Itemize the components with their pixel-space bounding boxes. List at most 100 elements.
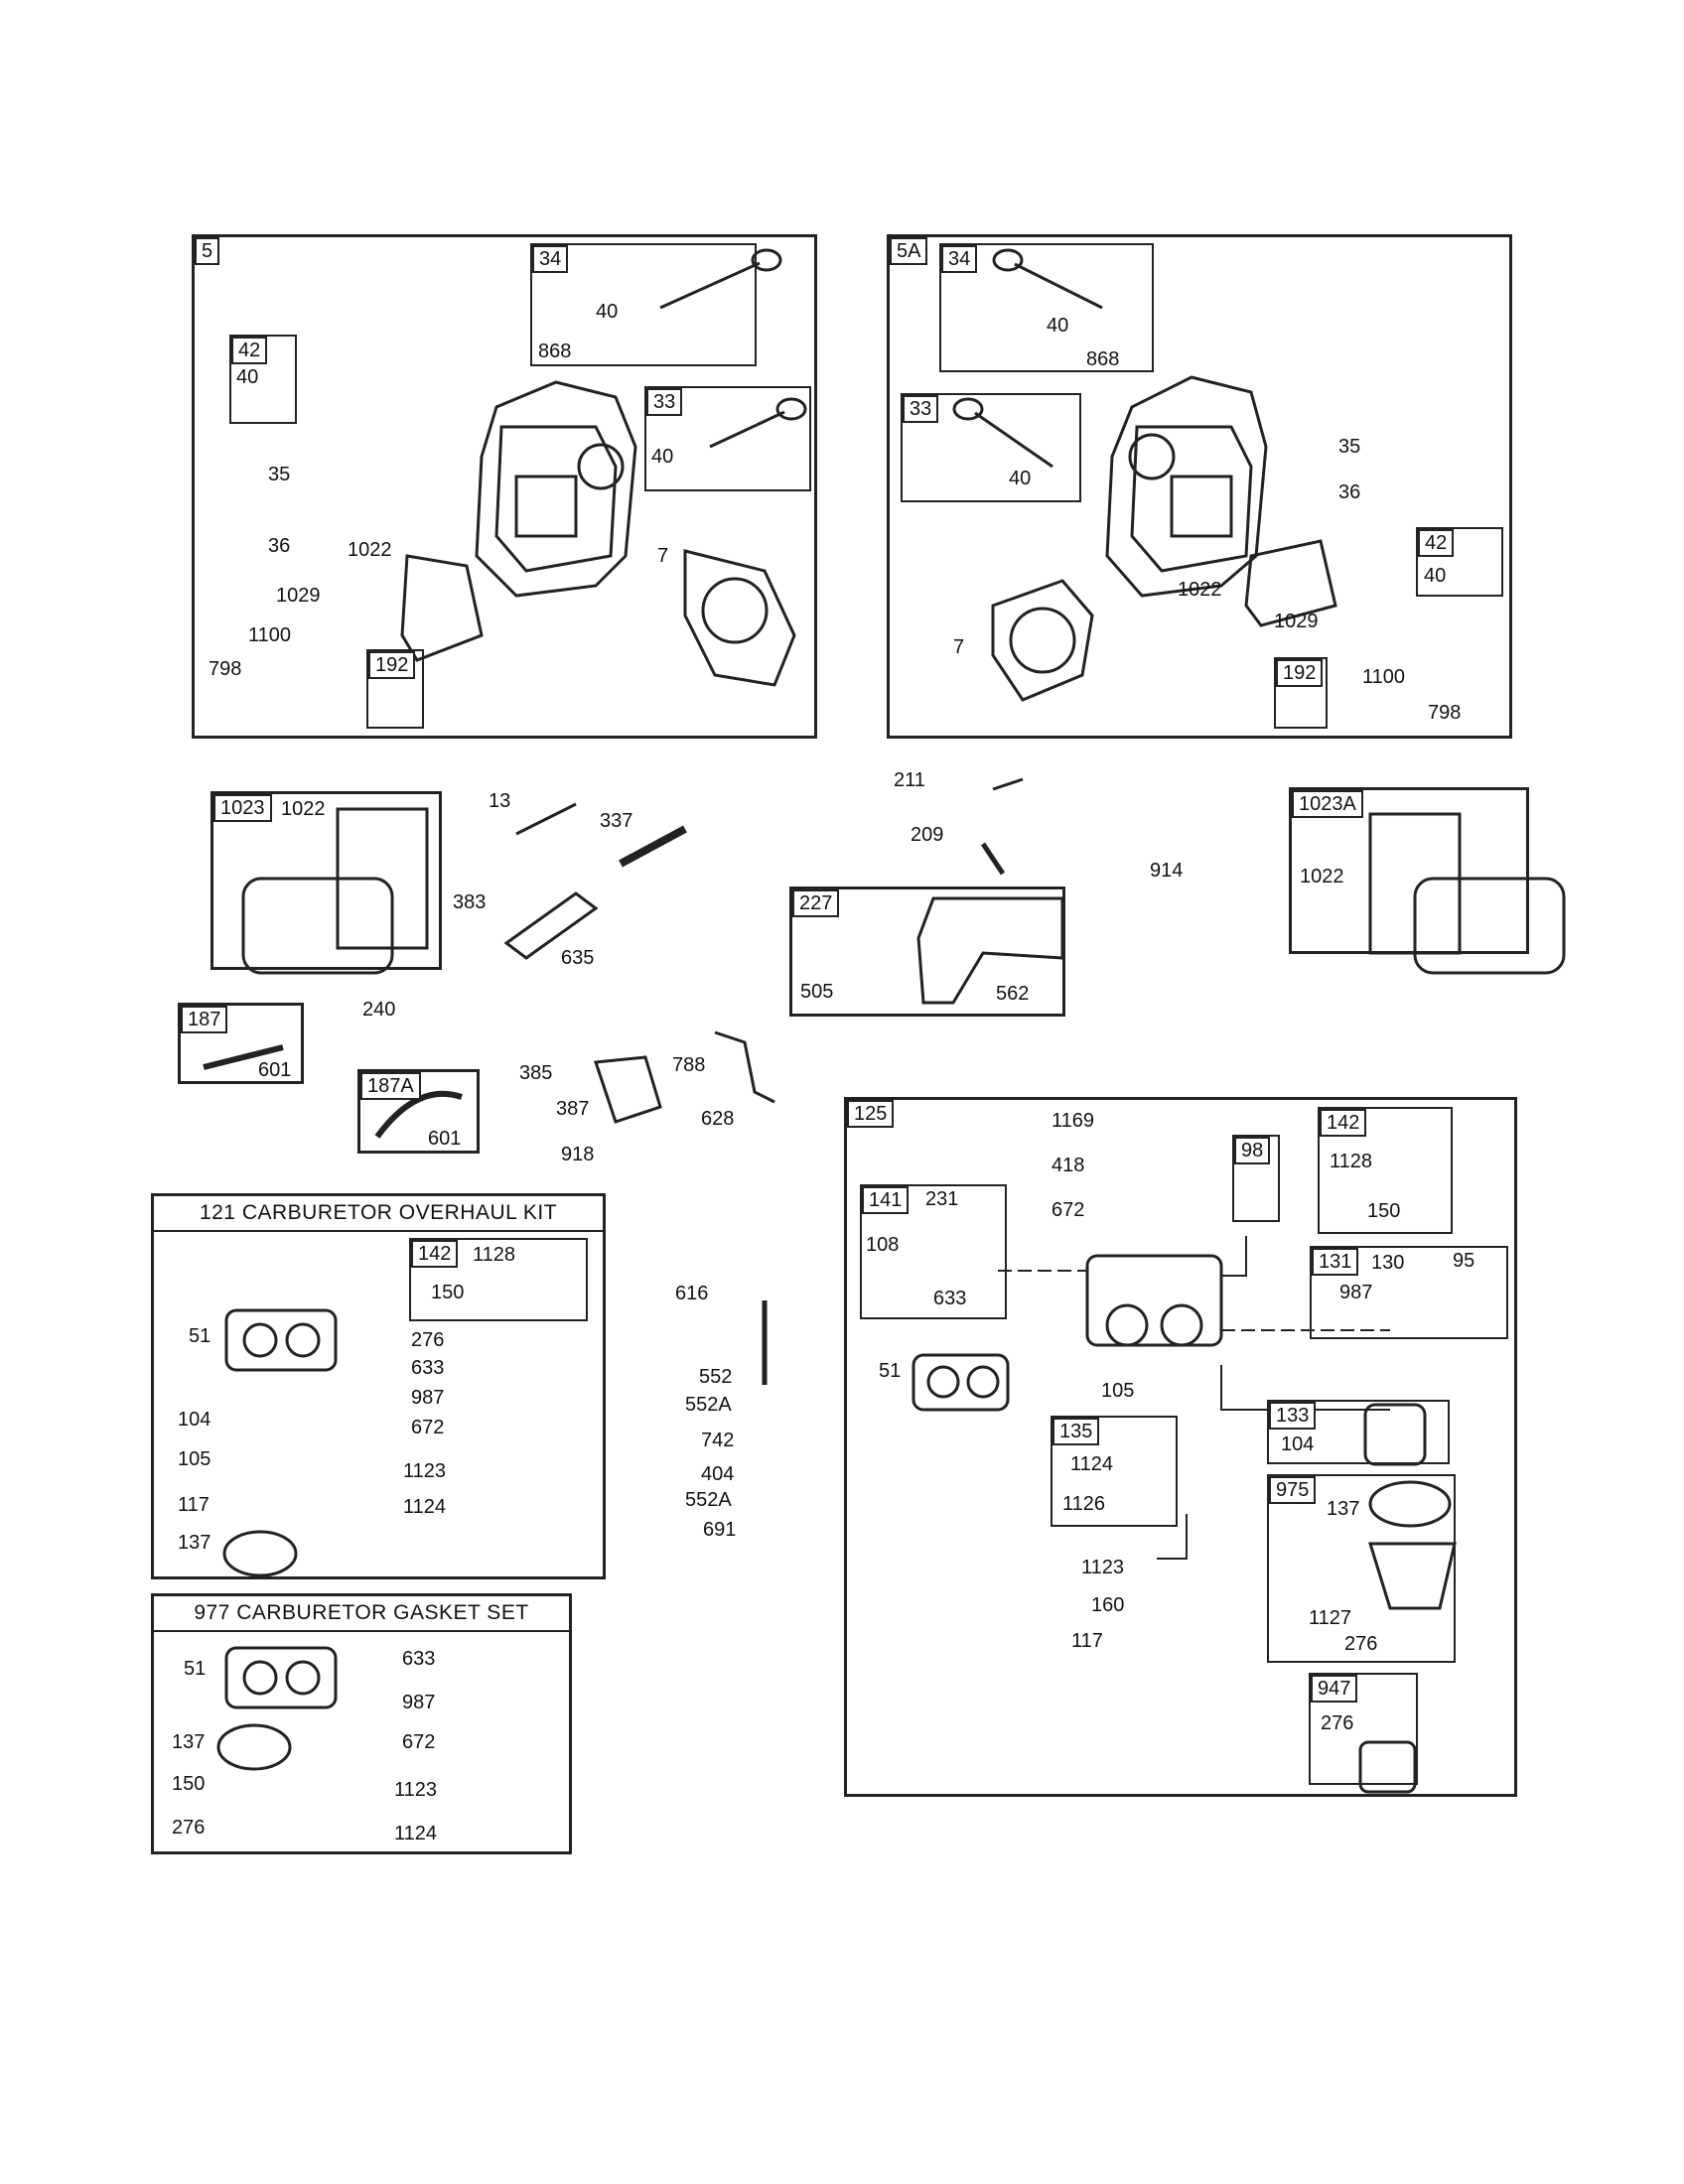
callout-231: 231 bbox=[925, 1188, 959, 1210]
callout-51: 51 bbox=[189, 1325, 211, 1347]
callout-1100: 1100 bbox=[1362, 666, 1406, 688]
callout-36: 36 bbox=[268, 535, 291, 557]
callout-160: 160 bbox=[1091, 1594, 1125, 1616]
callout-868: 868 bbox=[1086, 348, 1120, 370]
callout-7: 7 bbox=[657, 545, 669, 567]
head-gasket-right bbox=[991, 579, 1094, 702]
subgroup-tag: 192 bbox=[368, 651, 416, 679]
callout-1100: 1100 bbox=[248, 624, 292, 646]
callout-105: 105 bbox=[1101, 1380, 1135, 1402]
subgroup-975-box: 975 137 1127 276 bbox=[1267, 1474, 1456, 1663]
subgroup-tag: 142 bbox=[1320, 1109, 1367, 1137]
rocker-cover-left bbox=[241, 807, 429, 975]
group-125-box: 125 1169 418 672 98 142 1128 150 141 231… bbox=[844, 1097, 1517, 1797]
subgroup-tag: 192 bbox=[1276, 659, 1324, 687]
callout-505: 505 bbox=[800, 981, 834, 1003]
callout-672: 672 bbox=[402, 1731, 436, 1753]
callout-51: 51 bbox=[184, 1658, 207, 1680]
kit-977-box: 977 CARBURETOR GASKET SET 51 633 987 137… bbox=[151, 1593, 572, 1854]
callout-628: 628 bbox=[701, 1108, 735, 1130]
subgroup-34-box: 34 bbox=[530, 243, 757, 366]
callout-383: 383 bbox=[453, 891, 487, 913]
callout-1022: 1022 bbox=[348, 539, 392, 561]
callout-914: 914 bbox=[1150, 860, 1184, 882]
subgroup-947-box: 947 276 bbox=[1309, 1673, 1418, 1785]
group-tag: 227 bbox=[792, 889, 840, 917]
callout-691: 691 bbox=[703, 1519, 737, 1541]
callout-35: 35 bbox=[1338, 436, 1361, 458]
gasket-rect-left bbox=[400, 554, 484, 662]
group-1023-box: 1023 1022 bbox=[210, 791, 442, 970]
group-187-box: 187 601 bbox=[178, 1003, 304, 1084]
leader-line-3 bbox=[1221, 1236, 1247, 1277]
callout-137: 137 bbox=[1327, 1498, 1360, 1520]
callout-868: 868 bbox=[538, 341, 572, 362]
subgroup-131-box: 131 130 95 987 bbox=[1310, 1246, 1508, 1339]
callout-1127: 1127 bbox=[1309, 1607, 1352, 1629]
callout-1123: 1123 bbox=[403, 1460, 447, 1482]
callout-51: 51 bbox=[879, 1360, 902, 1382]
callout-150: 150 bbox=[1367, 1200, 1401, 1222]
bowl-975 bbox=[1367, 1542, 1457, 1610]
callout-742: 742 bbox=[701, 1430, 735, 1451]
tube-187 bbox=[203, 1044, 284, 1070]
o-rings-137 bbox=[216, 1480, 1452, 1771]
callout-108: 108 bbox=[866, 1234, 900, 1256]
valve-33-right bbox=[952, 397, 1053, 469]
group-tag: 125 bbox=[847, 1100, 895, 1128]
callout-633: 633 bbox=[411, 1357, 445, 1379]
subgroup-142-box: 142 1128 150 bbox=[1318, 1107, 1453, 1234]
callout-987: 987 bbox=[1339, 1282, 1373, 1303]
callout-1123: 1123 bbox=[394, 1779, 438, 1801]
spark-plug-337 bbox=[619, 825, 687, 868]
subgroup-33-box: 33 bbox=[644, 386, 811, 491]
callout-1029: 1029 bbox=[276, 585, 321, 607]
valve-33-left bbox=[709, 397, 807, 449]
carburetor-body-drawing bbox=[1085, 1254, 1223, 1347]
leader-line-5 bbox=[1157, 1514, 1188, 1560]
callout-798: 798 bbox=[209, 658, 242, 680]
kit-title: 121 CARBURETOR OVERHAUL KIT bbox=[154, 1196, 603, 1232]
callout-1022: 1022 bbox=[1178, 579, 1222, 601]
callout-552: 552 bbox=[699, 1366, 733, 1388]
subgroup-98-box: 98 bbox=[1232, 1135, 1280, 1222]
callout-40: 40 bbox=[596, 301, 619, 323]
callout-104: 104 bbox=[178, 1409, 211, 1431]
callout-40: 40 bbox=[651, 446, 674, 468]
callout-95: 95 bbox=[1453, 1250, 1475, 1272]
kit-121-box: 121 CARBURETOR OVERHAUL KIT 142 1128 150… bbox=[151, 1193, 606, 1579]
cylinder-head-left-drawing bbox=[475, 380, 637, 598]
head-gasket-left bbox=[683, 549, 796, 687]
subgroup-tag: 135 bbox=[1052, 1418, 1100, 1445]
group-tag: 1023 bbox=[213, 794, 272, 822]
cylinder-head-right-drawing bbox=[1105, 375, 1268, 598]
callout-987: 987 bbox=[402, 1692, 436, 1713]
callout-1124: 1124 bbox=[403, 1496, 447, 1518]
callout-104: 104 bbox=[1281, 1433, 1315, 1455]
valve-34-left bbox=[659, 248, 782, 310]
group-227-box: 227 505 562 bbox=[789, 887, 1065, 1017]
subgroup-tag: 33 bbox=[646, 388, 683, 416]
callout-1169: 1169 bbox=[1052, 1110, 1095, 1132]
solenoid-947 bbox=[1358, 1740, 1417, 1794]
callout-276: 276 bbox=[1344, 1633, 1378, 1655]
callout-633: 633 bbox=[933, 1288, 967, 1309]
group-5-box: 5 34 33 42 192 40 868 40 40 35 36 1022 7… bbox=[192, 234, 817, 739]
subgroup-133-box: 133 104 bbox=[1267, 1400, 1450, 1464]
subgroup-tag: 975 bbox=[1269, 1476, 1317, 1504]
float-133 bbox=[1363, 1403, 1427, 1466]
subgroup-tag: 142 bbox=[411, 1240, 459, 1268]
callout-276: 276 bbox=[411, 1329, 445, 1351]
valve-34-right bbox=[992, 248, 1103, 310]
callout-918: 918 bbox=[561, 1144, 595, 1165]
bracket-788 bbox=[714, 1030, 775, 1104]
spring-209 bbox=[980, 842, 1006, 876]
callout-40: 40 bbox=[1424, 565, 1447, 587]
ignition-coil-383 bbox=[503, 891, 599, 960]
callout-40: 40 bbox=[1009, 468, 1032, 489]
group-187a-box: 187A 601 bbox=[357, 1069, 480, 1154]
bracket-387 bbox=[593, 1055, 662, 1124]
callout-387: 387 bbox=[556, 1098, 590, 1120]
callout-240: 240 bbox=[362, 999, 396, 1021]
